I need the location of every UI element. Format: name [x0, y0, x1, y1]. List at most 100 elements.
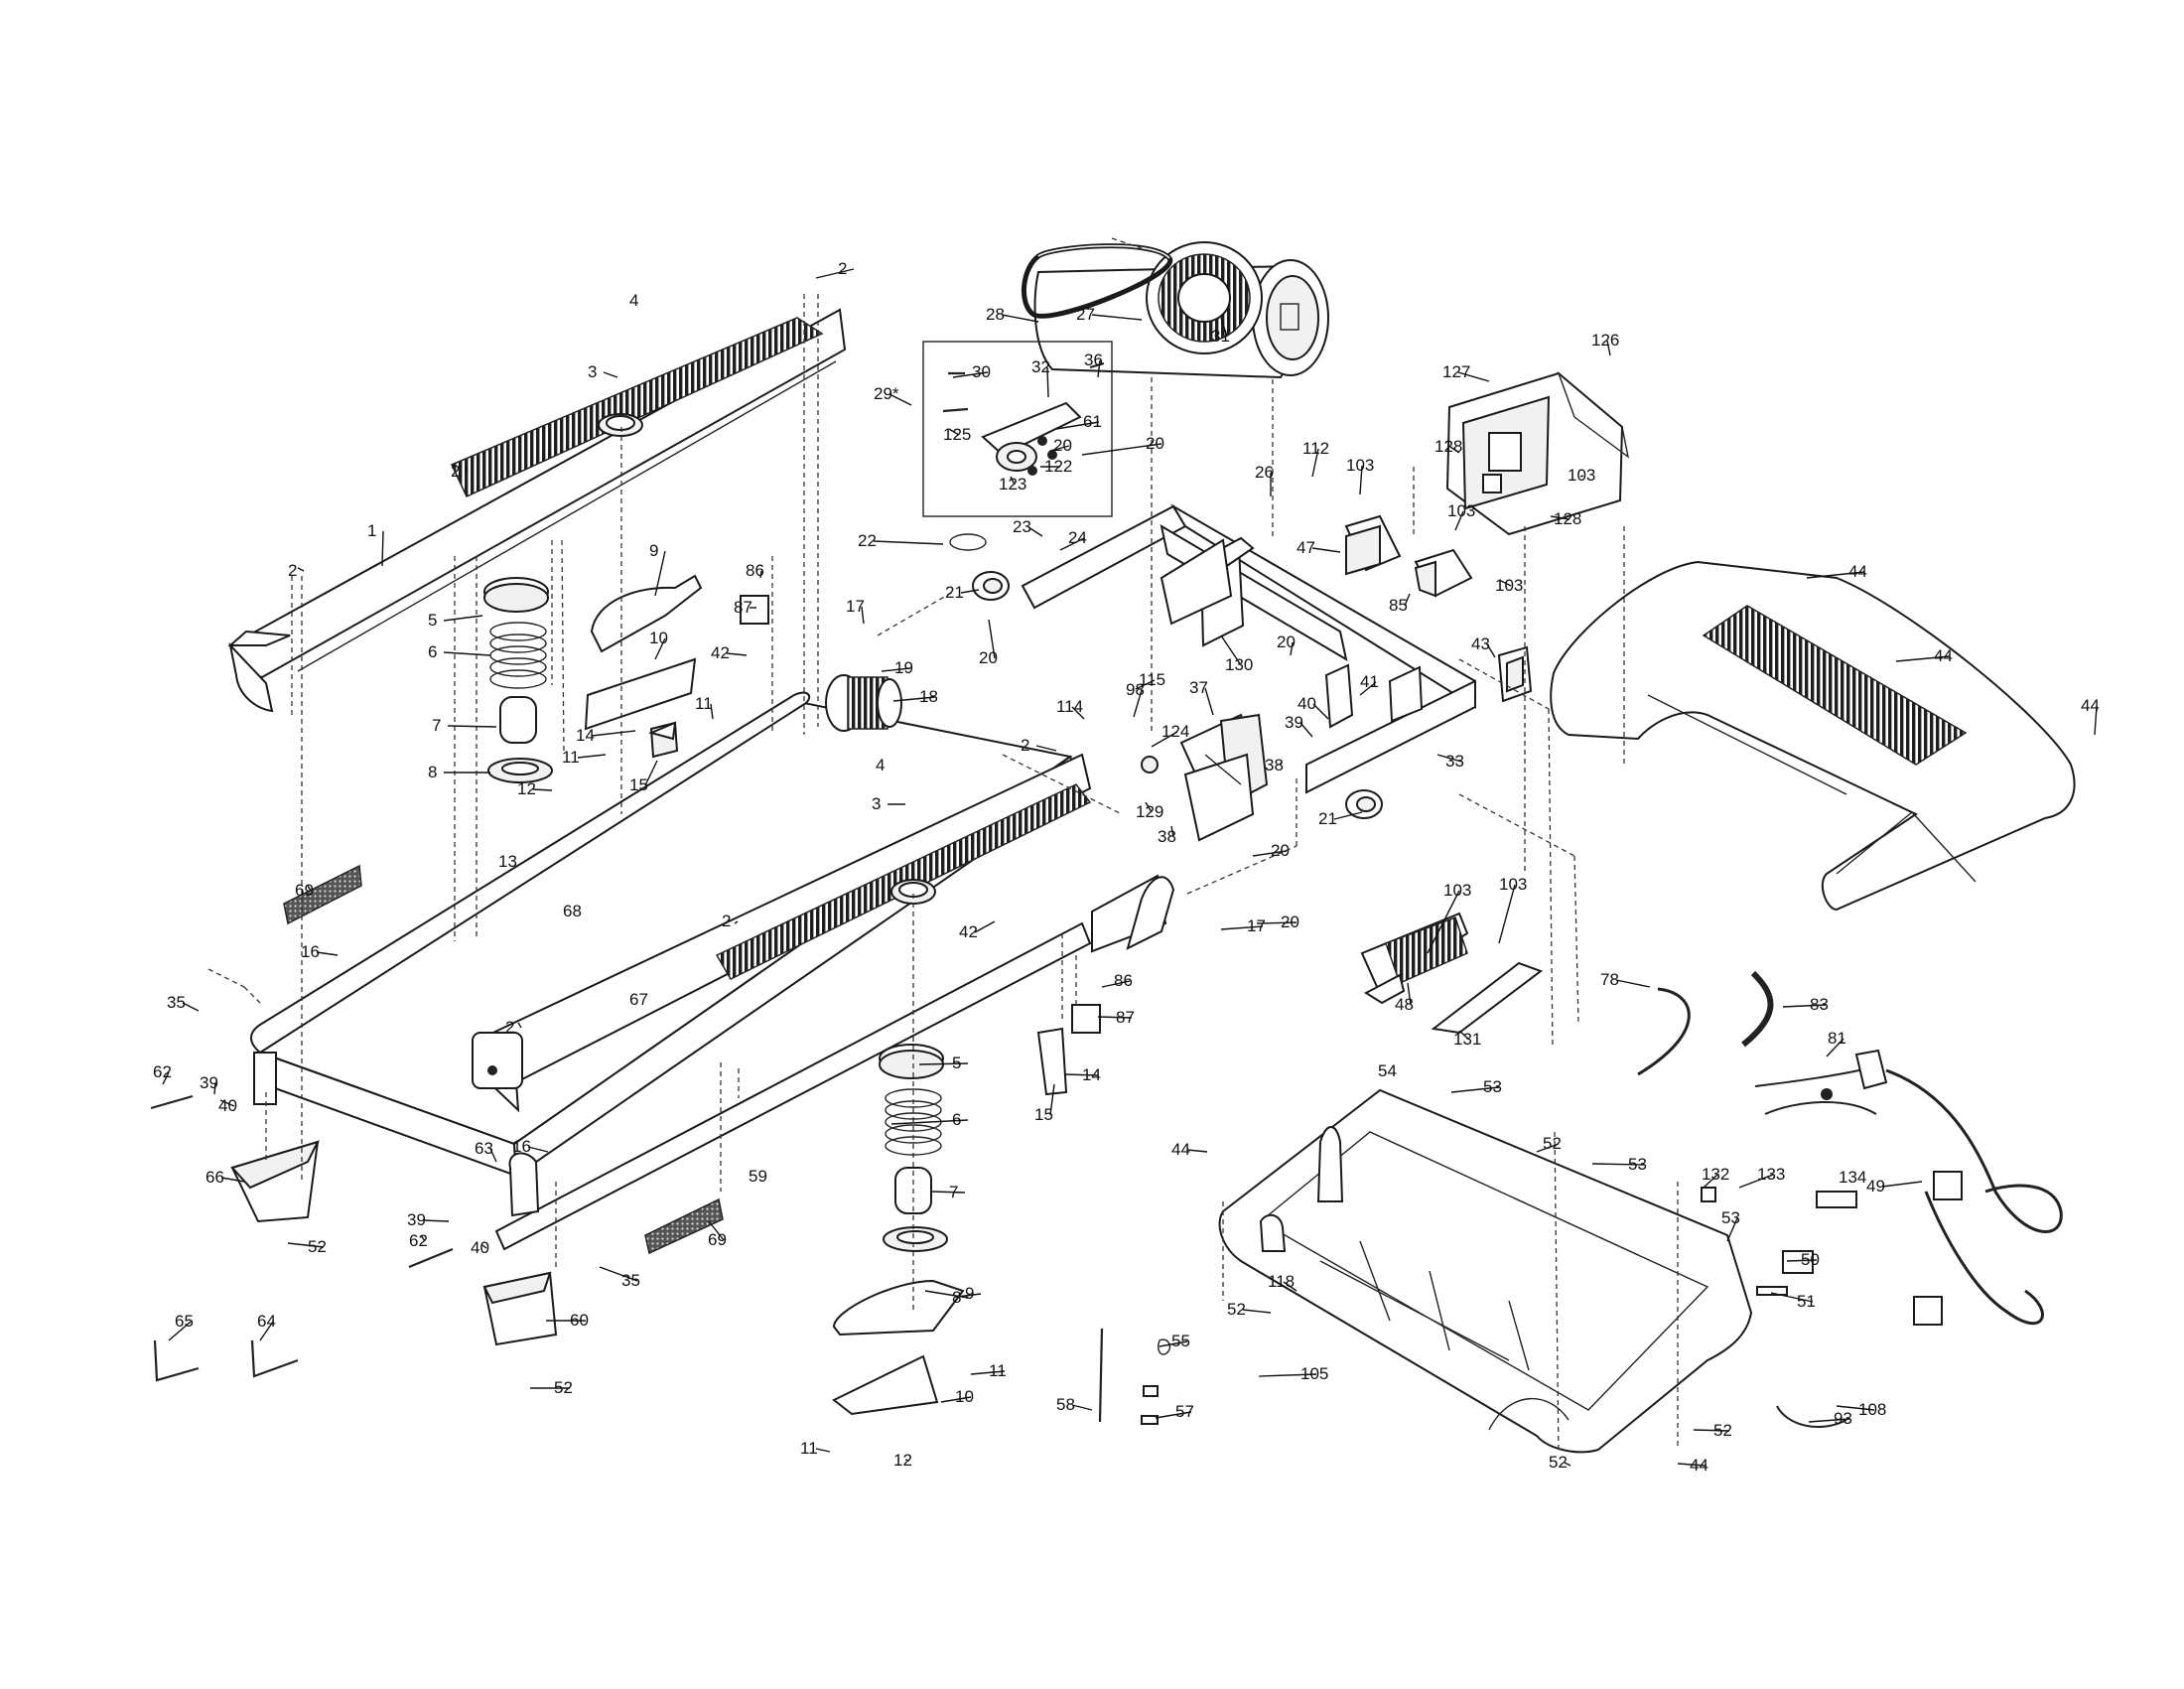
part-callout-label: 115 [1139, 670, 1165, 689]
part-callout-label: 3 [872, 794, 881, 813]
part-callout-label: 78 [1600, 970, 1619, 989]
callout-leader-line [952, 371, 989, 378]
callout-leader-line [1063, 1073, 1099, 1076]
part-callout-label: 2 [288, 561, 297, 580]
part-callout-label: 51 [1797, 1292, 1816, 1311]
part-callout-label: 131 [1453, 1030, 1481, 1049]
right-lower-rail [472, 753, 1092, 1113]
callout-leader-line [1550, 515, 1570, 520]
part-callout-label: 20 [1053, 436, 1072, 455]
callout-leader-line [1782, 1004, 1827, 1008]
callout-leader-line [918, 1062, 969, 1065]
part-callout-label: 86 [1114, 971, 1133, 990]
part-callout-label: 132 [1702, 1165, 1729, 1184]
callout-leader-line [1449, 446, 1460, 454]
callout-leader-line [1881, 1181, 1923, 1188]
part-callout-label: 122 [1044, 457, 1072, 476]
callout-leader-line [1311, 448, 1319, 478]
part-callout-label: 52 [1543, 1134, 1562, 1153]
callout-leader-line [873, 540, 944, 545]
callout-leader-line [960, 589, 980, 594]
callout-leader-line [1564, 1462, 1571, 1467]
part-callout-label: 11 [695, 694, 713, 713]
part-callout-label: 86 [746, 561, 764, 580]
part-callout-label: 9 [965, 1284, 974, 1303]
part-callout-label: 103 [1346, 456, 1374, 475]
callout-leader-line [1826, 1038, 1844, 1057]
part-callout-label: 7 [949, 1183, 958, 1201]
mesh-pads [283, 864, 724, 1255]
part-callout-label: 60 [570, 1311, 589, 1330]
part-callout-label: 118 [1268, 1272, 1295, 1291]
tension-kit-box [922, 341, 1113, 517]
part-callout-label: 52 [1713, 1421, 1732, 1440]
part-callout-label: 9 [649, 541, 658, 560]
callout-leader-line [1097, 1016, 1133, 1019]
tray-48-132 [1360, 912, 1544, 1035]
callout-leader-line [644, 760, 658, 786]
callout-leader-line [1436, 754, 1462, 763]
part-callout-label: 54 [1378, 1061, 1397, 1080]
part-callout-label: 38 [1265, 756, 1284, 774]
callout-leader-line [591, 730, 636, 737]
part-callout-label: 65 [175, 1312, 194, 1331]
choke-85 [1414, 548, 1473, 598]
callout-leader-line [316, 951, 339, 956]
callout-leader-line [1738, 1174, 1774, 1189]
part-callout-label: 7 [432, 716, 441, 735]
callout-leader-line [892, 696, 936, 702]
callout-leader-line [1703, 1174, 1718, 1189]
callout-leader-line [1536, 1143, 1560, 1153]
part-callout-label: 12 [517, 779, 536, 798]
callout-leader-line [1097, 359, 1101, 378]
part-callout-label: 40 [471, 1238, 489, 1257]
callout-leader-line [710, 703, 714, 720]
callout-leader-line [1606, 340, 1611, 356]
spring-stack-left [483, 577, 553, 783]
part-callout-label: 85 [1389, 596, 1408, 615]
part-callout-label: 133 [1757, 1165, 1785, 1184]
part-callout-label: 42 [959, 922, 978, 941]
callout-leader-line [1071, 706, 1085, 720]
part-callout-label: 103 [1499, 875, 1527, 894]
bracket-9-10-right [832, 1279, 965, 1416]
part-callout-label: 27 [1076, 305, 1095, 324]
callout-leader-line [861, 606, 865, 625]
part-callout-label: 17 [1247, 916, 1266, 935]
part-callout-label: 11 [989, 1361, 1007, 1380]
callout-leader-line [599, 1266, 638, 1282]
power-cords-49 [1854, 1049, 2063, 1326]
callout-leader-line [1242, 1309, 1272, 1314]
callout-leader-line [1836, 1405, 1875, 1411]
callout-leader-line [297, 567, 305, 572]
part-callout-label: 44 [2081, 696, 2100, 715]
part-callout-label: 105 [1300, 1364, 1328, 1383]
part-callout-label: 44 [1171, 1140, 1190, 1159]
callout-leader-line [1299, 722, 1313, 738]
part-callout-label: 128 [1554, 509, 1581, 528]
part-callout-label: 26 [1255, 463, 1274, 482]
callout-leader-line [1359, 465, 1363, 495]
part-callout-label: 14 [1082, 1065, 1101, 1084]
motor-bracket-frame [1021, 503, 1476, 794]
callout-leader-line [1693, 1429, 1730, 1432]
part-callout-label: 47 [1297, 538, 1315, 557]
part-callout-label: 16 [512, 1137, 531, 1156]
part-callout-label: 108 [1858, 1400, 1886, 1419]
callout-leader-line [489, 1148, 497, 1163]
callout-leader-line [1055, 421, 1100, 430]
callout-leader-line [1220, 634, 1242, 666]
part-callout-label: 10 [649, 629, 668, 647]
base-pan [1218, 1088, 1753, 1454]
callout-leader-line [1498, 884, 1516, 944]
callout-leader-line [726, 652, 748, 656]
idler-21 [972, 571, 1383, 819]
part-callout-label: 8 [428, 763, 437, 781]
part-callout-label: 134 [1839, 1168, 1866, 1187]
callout-leader-line [1186, 1149, 1208, 1153]
part-callout-label: 103 [1443, 881, 1471, 900]
controller-board [1445, 370, 1630, 536]
callout-leader-line [1806, 571, 1865, 579]
part-callout-label: 28 [986, 305, 1005, 324]
part-callout-label: 62 [153, 1062, 172, 1081]
